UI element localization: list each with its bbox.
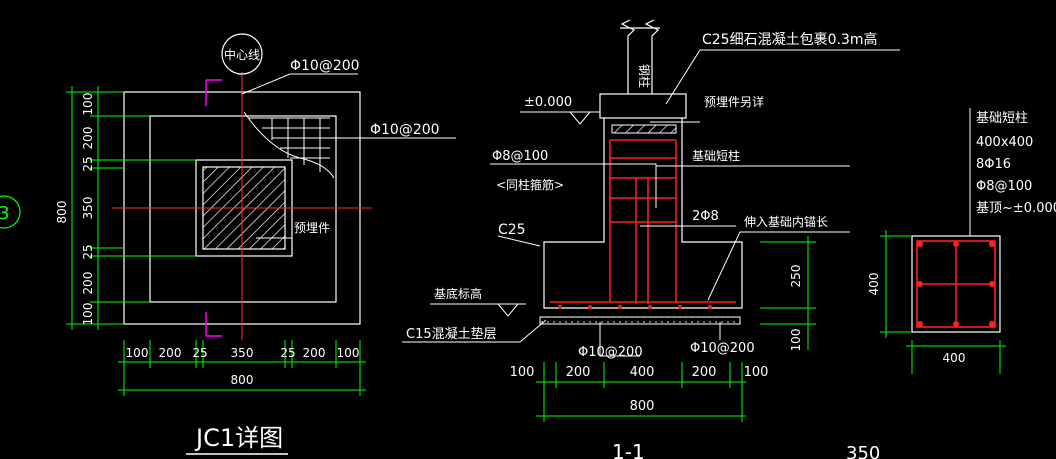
anchor-label: 伸入基础内锚长 bbox=[744, 214, 828, 229]
base-level-label: 基底标高 bbox=[434, 286, 482, 301]
dim-text: 100 bbox=[126, 346, 149, 360]
plan-rebar-right-label: Φ10@200 bbox=[370, 122, 440, 138]
level-label: ±0.000 bbox=[524, 95, 572, 110]
section-marker-top bbox=[205, 79, 222, 106]
column-section-rebar bbox=[916, 240, 996, 328]
plan-title: JC1详图 bbox=[194, 424, 283, 452]
dim-text: 200 bbox=[566, 365, 591, 380]
dim-text: 200 bbox=[81, 272, 95, 295]
dim-text: 25 bbox=[192, 346, 207, 360]
base-level-symbol bbox=[430, 303, 526, 317]
dim-text: 400 bbox=[630, 365, 655, 380]
dim-text: 100 bbox=[789, 329, 803, 352]
dim-text: 200 bbox=[303, 346, 326, 360]
column-height-dim: 400 bbox=[867, 273, 881, 296]
bar-label: 2Φ8 bbox=[692, 209, 719, 224]
column-width-dim: 400 bbox=[943, 351, 966, 365]
dim-total: 800 bbox=[55, 201, 69, 224]
dim-text: 250 bbox=[789, 265, 803, 288]
dim-text: 200 bbox=[81, 127, 95, 150]
short-column-label: 基础短柱 bbox=[692, 148, 740, 163]
center-line-bubble bbox=[221, 33, 263, 75]
plan-bottom-dimensions bbox=[118, 340, 366, 396]
column-note: 400x400 bbox=[976, 135, 1033, 150]
axis-bubble bbox=[0, 195, 21, 229]
footing-section-outline bbox=[543, 118, 743, 309]
cushion-layer bbox=[539, 316, 741, 325]
section-leaders bbox=[402, 49, 900, 357]
level-symbol bbox=[520, 111, 600, 125]
dim-text: 350 bbox=[81, 197, 95, 220]
stirrup-note: <同柱箍筋> bbox=[496, 177, 564, 192]
embedded-part-label: 预埋件 bbox=[294, 221, 330, 235]
center-line-label: 中心线 bbox=[224, 47, 260, 62]
encase-label: C25细石混凝土包裹0.3m高 bbox=[702, 31, 878, 48]
dim-text: 100 bbox=[510, 365, 535, 380]
dim-total: 800 bbox=[231, 373, 254, 387]
axis-bubble-label: 3 bbox=[0, 203, 10, 224]
column-detail: 基础短柱 400x400 8Φ16 Φ8@100 基顶~±0.000 400 bbox=[846, 108, 1056, 459]
column-dimensions bbox=[880, 230, 1006, 374]
base-plate bbox=[611, 124, 677, 134]
section-bottom-dimensions bbox=[536, 362, 746, 422]
plan-left-dimension-texts: 100 200 25 350 25 200 100 800 bbox=[55, 93, 95, 326]
column-note: 基顶~±0.000 bbox=[976, 201, 1056, 216]
dim-text: 350 bbox=[231, 346, 254, 360]
embedded-label: 预埋件另详 bbox=[704, 94, 764, 109]
bottom-rebar-left: Φ10@200 bbox=[578, 345, 643, 360]
plan-view: 中心线 Φ10@200 Φ10@200 预埋件 3 100 200 25 350… bbox=[0, 33, 456, 455]
dim-text: 25 bbox=[280, 346, 295, 360]
plan-bottom-dimension-texts: 100 200 25 350 25 200 100 800 bbox=[126, 346, 360, 387]
stirrup-label: Φ8@100 bbox=[492, 149, 548, 164]
dim-text: 100 bbox=[81, 93, 95, 116]
steel-column-label: 钢柱 bbox=[637, 64, 652, 88]
section-right-dimensions bbox=[760, 236, 816, 350]
section-view: 钢柱 ±0.000 基底标高 bbox=[402, 19, 900, 459]
column-note: 基础短柱 bbox=[976, 111, 1028, 126]
concrete-label: C25 bbox=[498, 222, 526, 238]
plan-rebar-top-label: Φ10@200 bbox=[290, 58, 360, 74]
dim-text: 100 bbox=[337, 346, 360, 360]
dim-text: 25 bbox=[81, 244, 95, 259]
dim-text: 25 bbox=[81, 156, 95, 171]
section-bottom-dimension-texts: 100 200 400 200 100 800 bbox=[510, 365, 769, 414]
dim-text: 100 bbox=[81, 303, 95, 326]
column-note: Φ8@100 bbox=[976, 179, 1032, 194]
section-rebar-dots bbox=[558, 305, 712, 309]
column-section-outline bbox=[911, 235, 1001, 333]
column-notes: 基础短柱 400x400 8Φ16 Φ8@100 基顶~±0.000 bbox=[976, 111, 1056, 216]
dim-total: 800 bbox=[630, 399, 655, 414]
bottom-rebar-right: Φ10@200 bbox=[690, 341, 755, 356]
section-rebar bbox=[550, 139, 736, 304]
steel-column bbox=[620, 19, 660, 94]
column-note: 8Φ16 bbox=[976, 157, 1011, 172]
column-section-bars bbox=[917, 241, 995, 327]
cushion-label: C15混凝土垫层 bbox=[406, 326, 497, 342]
section-title: 1-1 bbox=[612, 440, 645, 459]
dim-text: 200 bbox=[159, 346, 182, 360]
footing-step-outline bbox=[149, 115, 337, 303]
partial-label: 350 bbox=[846, 443, 880, 459]
dim-text: 100 bbox=[744, 365, 769, 380]
encasement bbox=[599, 93, 687, 119]
section-marker-bottom bbox=[205, 312, 222, 337]
dim-text: 200 bbox=[692, 365, 717, 380]
plan-left-dimensions bbox=[66, 86, 196, 330]
